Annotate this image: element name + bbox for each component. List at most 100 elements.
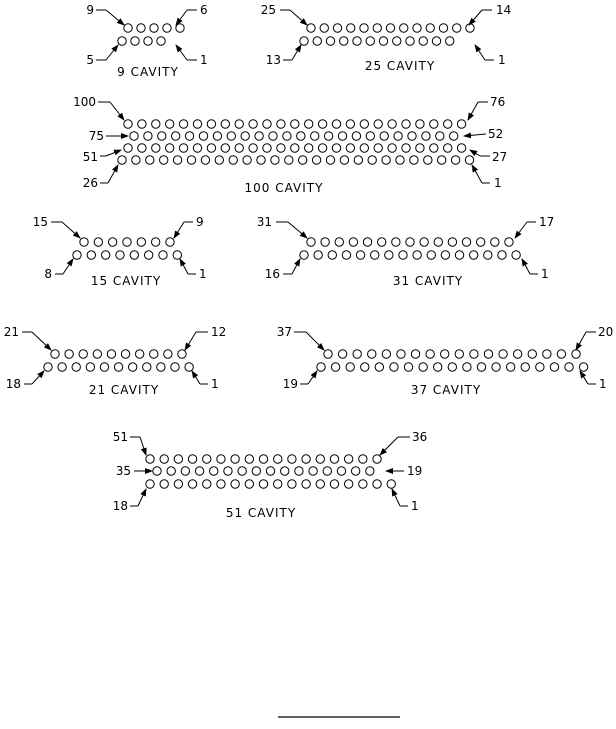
leader-arrow (463, 132, 487, 139)
pin-hole (511, 250, 521, 260)
pin-hole (117, 36, 127, 46)
pin-hole (355, 250, 366, 260)
pin-hole (520, 362, 530, 372)
pin-hole (270, 155, 280, 165)
pin-hole (79, 237, 89, 247)
pin-hole (313, 250, 323, 260)
pin-hole (223, 466, 233, 476)
pin-hole (476, 362, 487, 372)
pin-hole (556, 349, 567, 359)
leader-arrow (62, 258, 74, 275)
pin-hole (165, 143, 175, 153)
pin-hole (379, 131, 389, 141)
pin-hole (387, 143, 397, 153)
pin-hole (64, 349, 74, 359)
pin-hole (86, 250, 97, 260)
leader-arrow (173, 221, 185, 239)
pin-hole (418, 362, 428, 372)
pin-hole (251, 466, 262, 476)
pin-hole (410, 349, 421, 359)
pin-row (117, 155, 475, 165)
pin-hole (248, 143, 258, 153)
leader-arrow (471, 164, 483, 184)
pin-hole (429, 143, 439, 153)
pin-hole (212, 131, 223, 141)
pin-hole (367, 155, 377, 165)
pin-hole (166, 466, 176, 476)
pin-hole (395, 155, 405, 165)
pin-number-label: 100 (73, 95, 96, 109)
pin-hole (206, 143, 217, 153)
leader-arrow (105, 149, 122, 157)
pin-hole (343, 479, 354, 489)
pin-hole (325, 36, 336, 46)
pin-hole (381, 349, 392, 359)
pin-hole (202, 454, 212, 464)
cavity-label: 15 CAVITY (91, 274, 161, 288)
pin-hole (310, 131, 320, 141)
pin-hole (130, 36, 140, 46)
pin-hole (348, 237, 359, 247)
pin-number-label: 31 (257, 215, 272, 229)
leader-arrow (31, 331, 52, 351)
leader-arrow (287, 221, 308, 239)
pin-hole (180, 466, 191, 476)
cavity-label: 31 CAVITY (393, 274, 463, 288)
pin-hole (152, 466, 162, 476)
pin-hole (412, 250, 422, 260)
pin-hole (339, 36, 349, 46)
pin-hole (319, 23, 329, 33)
pin-hole (469, 349, 479, 359)
pin-hole (173, 454, 184, 464)
pin-hole (136, 237, 147, 247)
pin-number-label: 75 (89, 129, 104, 143)
pin-hole (447, 237, 458, 247)
pin-hole (431, 36, 442, 46)
pin-hole (165, 119, 175, 129)
pin-hole (454, 349, 465, 359)
pin-hole (158, 250, 168, 260)
pin-hole (316, 362, 326, 372)
pin-hole (468, 250, 479, 260)
pin-hole (389, 362, 399, 372)
pin-hole (352, 36, 362, 46)
leader-arrow (139, 436, 147, 456)
pin-hole (351, 131, 362, 141)
pin-hole (156, 362, 166, 372)
pin-hole (360, 362, 370, 372)
pin-hole (392, 36, 402, 46)
pin-hole (374, 362, 385, 372)
pin-hole (505, 362, 516, 372)
pin-hole (57, 362, 67, 372)
pin-hole (421, 131, 431, 141)
pin-hole (177, 349, 187, 359)
pin-hole (433, 362, 443, 372)
leader-arrow (474, 44, 486, 61)
pin-hole (317, 119, 328, 129)
pin-number-label: 27 (492, 150, 507, 164)
pin-hole (143, 131, 153, 141)
pin-hole (234, 143, 244, 153)
pin-row (323, 349, 581, 359)
pin-hole (145, 454, 155, 464)
pin-number-label: 1 (199, 267, 207, 281)
pin-hole (564, 362, 574, 372)
pin-hole (418, 36, 428, 46)
pin-hole (287, 454, 297, 464)
pin-hole (162, 23, 172, 33)
pin-hole (145, 479, 155, 489)
pin-hole (571, 349, 581, 359)
pin-hole (401, 143, 411, 153)
pin-hole (85, 362, 96, 372)
pin-hole (150, 237, 161, 247)
pin-hole (117, 155, 127, 165)
pin-hole (308, 466, 318, 476)
pin-hole (339, 155, 350, 165)
leader-arrow (514, 221, 528, 239)
pin-hole (206, 119, 217, 129)
leader-arrow (291, 258, 301, 275)
pin-hole (175, 23, 185, 33)
pin-hole (329, 454, 340, 464)
